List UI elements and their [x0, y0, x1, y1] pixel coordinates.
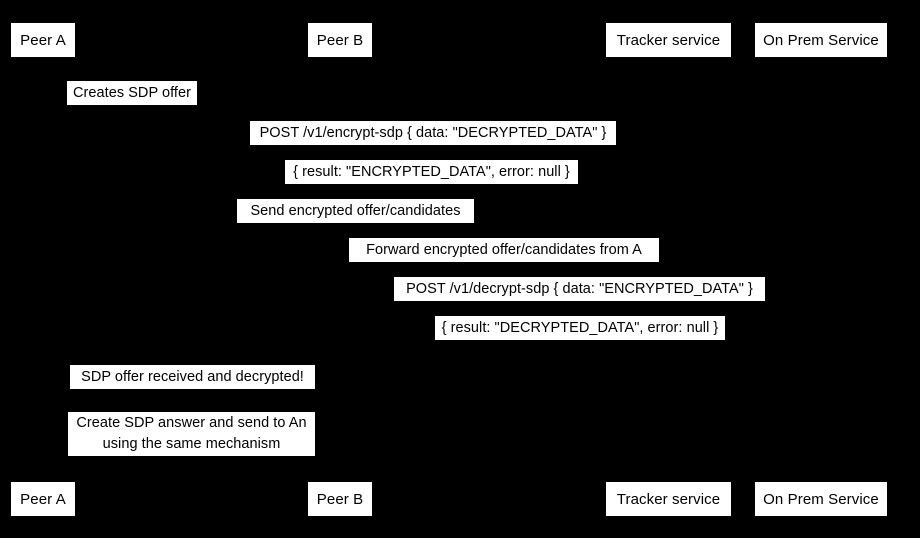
message-label-send-encrypted-offer[interactable]: Send encrypted offer/candidates: [237, 199, 474, 223]
arrow-msg-4: [43, 226, 668, 227]
message-label-result-encrypted-data[interactable]: { result: "ENCRYPTED_DATA", error: null …: [285, 160, 578, 184]
note-line-2: using the same mechanism: [102, 436, 281, 452]
message-label-sdp-offer-received[interactable]: SDP offer received and decrypted!: [70, 365, 315, 389]
arrow-msg-7: [340, 343, 821, 344]
participant-header-peer-b[interactable]: Peer B: [307, 22, 373, 58]
participant-footer-peer-b[interactable]: Peer B: [307, 481, 373, 517]
note-create-sdp-answer[interactable]: Create SDP answer and send to An using t…: [68, 412, 315, 456]
arrow-msg-3: [43, 187, 821, 188]
participant-footer-peer-a[interactable]: Peer A: [10, 481, 76, 517]
participant-footer-tracker-service[interactable]: Tracker service: [605, 481, 732, 517]
message-label-creates-sdp-offer[interactable]: Creates SDP offer: [67, 81, 197, 105]
participant-header-on-prem-service[interactable]: On Prem Service: [754, 22, 888, 58]
message-label-post-decrypt-sdp[interactable]: POST /v1/decrypt-sdp { data: "ENCRYPTED_…: [394, 277, 765, 301]
participant-footer-on-prem-service[interactable]: On Prem Service: [754, 481, 888, 517]
arrow-msg-5: [340, 265, 668, 266]
lifeline-peer-a: [43, 57, 44, 475]
participant-header-tracker-service[interactable]: Tracker service: [605, 22, 732, 58]
message-label-result-decrypted-data[interactable]: { result: "DECRYPTED_DATA", error: null …: [435, 316, 725, 340]
lifeline-tracker-service: [668, 57, 669, 475]
participant-header-peer-a[interactable]: Peer A: [10, 22, 76, 58]
arrow-msg-6: [340, 304, 821, 305]
message-label-post-encrypt-sdp[interactable]: POST /v1/encrypt-sdp { data: "DECRYPTED_…: [250, 121, 616, 145]
arrow-msg-2: [43, 148, 821, 149]
note-line-1: Create SDP answer and send to An: [76, 415, 307, 431]
lifeline-on-prem-service: [821, 57, 822, 475]
message-label-forward-encrypted-offer[interactable]: Forward encrypted offer/candidates from …: [349, 238, 659, 262]
lifeline-peer-b: [340, 57, 341, 475]
